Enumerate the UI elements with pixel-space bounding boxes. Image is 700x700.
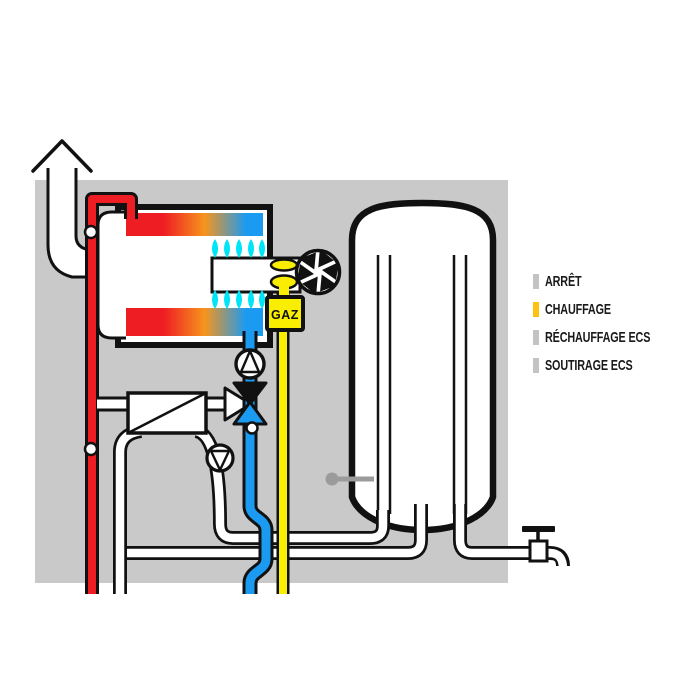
burner-tube (210, 256, 302, 296)
flame-icon (224, 239, 230, 258)
boiler-top-gradient (124, 213, 263, 236)
pipe-sensor-icon (83, 224, 99, 240)
heating-supply-pipe (83, 192, 138, 594)
legend-swatch (533, 358, 539, 373)
flame-icon (259, 239, 265, 258)
dhw-outlet-pipe (453, 504, 570, 570)
tank-coil-pipes (376, 255, 468, 514)
pipe-sensor-icon (83, 441, 99, 457)
plate-heat-exchanger (126, 391, 208, 435)
exhaust-arrow-icon (31, 139, 93, 173)
legend-item-soutirage-ecs: SOUTIRAGE ECS (533, 358, 691, 373)
legend-item-rechauffage-ecs: RÉCHAUFFAGE ECS (533, 330, 691, 345)
pump-icon (234, 348, 266, 380)
pump-icon (205, 443, 235, 473)
tap-icon (522, 526, 555, 563)
boiler-return-pipe (242, 331, 274, 594)
flame-icon (224, 290, 230, 309)
flame-icon (212, 290, 218, 309)
flow-arrow-icon (223, 386, 253, 422)
flame-icon (236, 290, 242, 309)
legend-label: SOUTIRAGE ECS (545, 357, 633, 374)
legend-swatch (533, 330, 539, 345)
gas-inlet-join (279, 284, 289, 296)
boiler-bottom-gradient (124, 308, 263, 336)
legend-swatch (533, 274, 539, 289)
flame-icon (259, 290, 265, 309)
flue-chamber (96, 210, 126, 340)
legend-label: ARRÊT (545, 273, 582, 290)
flame-icon (236, 239, 242, 258)
legend-label: CHAUFFAGE (545, 301, 611, 318)
flame-icon (212, 239, 218, 258)
gas-label-box: GAZ (265, 295, 305, 332)
gas-inlet-top (269, 258, 299, 272)
legend-item-arret: ARRÊT (533, 274, 691, 289)
legend-swatch (533, 302, 539, 317)
fan-icon (294, 248, 342, 296)
flame-icon (248, 239, 254, 258)
hot-water-tank (348, 199, 497, 534)
burner-flames (212, 239, 265, 309)
tank-sensor (325, 472, 374, 486)
flame-icon (248, 290, 254, 309)
legend: ARRÊT CHAUFFAGE RÉCHAUFFAGE ECS SOUTIRAG… (533, 274, 691, 386)
legend-label: RÉCHAUFFAGE ECS (545, 329, 651, 346)
tank-feed-pipe-lower (120, 504, 428, 560)
pipe-sensor-icon (245, 421, 259, 435)
legend-item-chauffage: CHAUFFAGE (533, 302, 691, 317)
gas-label: GAZ (271, 308, 299, 322)
